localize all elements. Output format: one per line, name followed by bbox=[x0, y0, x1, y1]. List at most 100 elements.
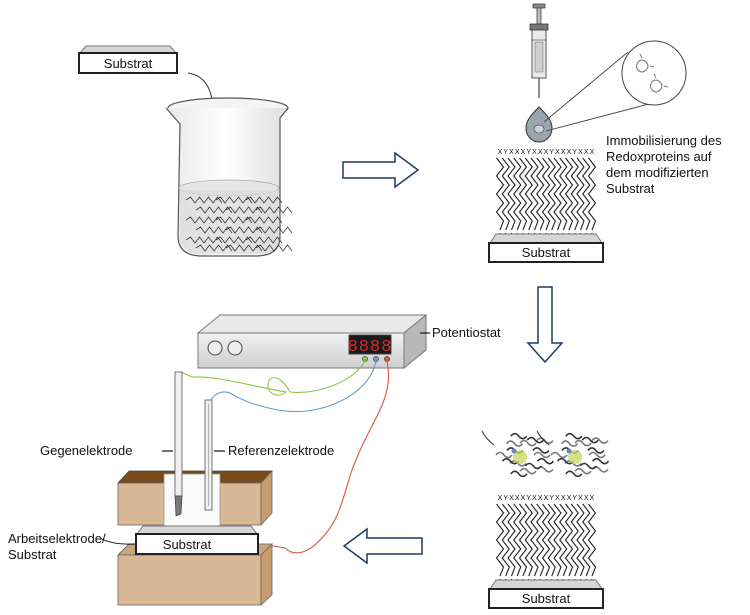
substrate-label-2: Substrat bbox=[522, 245, 571, 260]
sam-bottom-end-top: X bbox=[538, 495, 543, 502]
molecule-chain bbox=[185, 236, 223, 244]
syringe bbox=[529, 3, 549, 98]
molecule-chain bbox=[195, 244, 233, 252]
sam-bottom-end-top: X bbox=[515, 495, 520, 502]
zoom-line-2 bbox=[545, 99, 665, 132]
sam-bottom-end-top: X bbox=[567, 495, 572, 502]
sam-bottom-end-top: Y bbox=[549, 495, 554, 502]
molecule-chain bbox=[255, 226, 293, 234]
sam-bottom-chain bbox=[530, 503, 539, 577]
sam-bottom-chain bbox=[495, 503, 505, 577]
substrate-top-left: Substrat bbox=[78, 45, 178, 74]
zoom-line-1 bbox=[543, 51, 629, 123]
sam-top-chain bbox=[559, 157, 568, 231]
sam-top-chain bbox=[576, 157, 585, 231]
sam-top-end-top: X bbox=[590, 149, 595, 156]
sam-top-end-top: X bbox=[578, 149, 583, 156]
redox-protein bbox=[536, 430, 610, 478]
counter-electrode bbox=[174, 371, 183, 517]
zoom-circle bbox=[621, 40, 687, 106]
redox-protein bbox=[481, 430, 555, 478]
sam-top-end-top: X bbox=[544, 149, 549, 156]
substrate-top-right: Substrat bbox=[488, 233, 604, 263]
sam-bottom-end-top: X bbox=[521, 495, 526, 502]
sam-bottom-chain bbox=[513, 503, 522, 577]
sam-top-chain bbox=[570, 157, 579, 231]
arrow-left bbox=[342, 527, 423, 565]
sam-top-chain bbox=[553, 157, 562, 231]
sam-top-chain bbox=[501, 157, 510, 231]
molecule-chain bbox=[245, 236, 283, 244]
sam-top-chain bbox=[587, 157, 597, 231]
sam-top-end-top: X bbox=[532, 149, 537, 156]
sam-top-chain bbox=[536, 157, 545, 231]
sam-top-end-top: X bbox=[509, 149, 514, 156]
sam-top-end-top: X bbox=[521, 149, 526, 156]
sam-bottom-chain bbox=[587, 503, 597, 577]
immobilization-line-4: Substrat bbox=[606, 181, 655, 196]
wire-green bbox=[180, 360, 366, 396]
arrow-right bbox=[342, 151, 420, 189]
molecule-chain bbox=[225, 244, 263, 252]
sam-bottom-chain bbox=[536, 503, 545, 577]
sam-bottom-chain bbox=[570, 503, 579, 577]
immobilization-line-3: dem modifizierten bbox=[606, 165, 709, 180]
sam-top-chain bbox=[564, 157, 574, 231]
sam-top-chain bbox=[495, 157, 505, 231]
molecule-chain bbox=[195, 226, 233, 234]
reference-electrode-label: Referenzelektrode bbox=[228, 443, 335, 458]
molecule-chain bbox=[225, 226, 263, 234]
molecule-chain bbox=[225, 206, 263, 214]
counter-electrode-label: Gegenelektrode bbox=[40, 443, 133, 458]
sam-top-chain bbox=[547, 157, 556, 231]
molecule-chain bbox=[185, 196, 223, 204]
sam-top-end-top: X bbox=[561, 149, 566, 156]
sam-bottom-chain bbox=[582, 503, 591, 577]
sam-top-end-top: X bbox=[515, 149, 520, 156]
jack-green bbox=[362, 356, 368, 362]
working-electrode-line-1: Arbeitselektrode/ bbox=[8, 531, 106, 546]
sam-top-end-top: Y bbox=[503, 149, 508, 156]
sam-top-chain bbox=[582, 157, 591, 231]
sam-top-chain bbox=[518, 157, 528, 231]
sam-bottom-chain bbox=[507, 503, 516, 577]
sam-top-chain bbox=[524, 157, 533, 231]
potentiostat-label: Potentiostat bbox=[432, 325, 501, 340]
molecule-chain bbox=[185, 216, 223, 224]
sam-top-end-top: X bbox=[584, 149, 589, 156]
protein-layer bbox=[481, 430, 610, 478]
sam-bottom-end-top: X bbox=[578, 495, 583, 502]
immobilization-caption: Immobilisierung des Redoxproteins auf de… bbox=[606, 133, 722, 197]
substrate-label-3: Substrat bbox=[522, 591, 571, 606]
immobilization-line-2: Redoxproteins auf bbox=[606, 149, 712, 164]
sam-top-end-top: X bbox=[555, 149, 560, 156]
substrate-label-4: Substrat bbox=[163, 537, 212, 552]
sam-bottom-end-top: X bbox=[498, 495, 503, 502]
sam-bottom-end-top: X bbox=[584, 495, 589, 502]
sam-bottom-chain bbox=[559, 503, 568, 577]
sam-bottom-end-top: X bbox=[561, 495, 566, 502]
sam-bottom-chain bbox=[518, 503, 528, 577]
molecule-chain bbox=[215, 216, 253, 224]
protein-zoom bbox=[636, 53, 669, 93]
sam-bottom-end-top: X bbox=[590, 495, 595, 502]
jack-blue bbox=[373, 356, 379, 362]
sam-top-end-top: X bbox=[538, 149, 543, 156]
sam-bottom-chain bbox=[541, 503, 551, 577]
sam-bottom-end-top: Y bbox=[503, 495, 508, 502]
potentiostat: 8888 bbox=[196, 313, 428, 370]
molecule-chain bbox=[245, 196, 283, 204]
working-electrode-line-2: Substrat bbox=[8, 547, 57, 562]
sam-bottom-chain bbox=[576, 503, 585, 577]
sam-bottom-end-top: X bbox=[532, 495, 537, 502]
beaker bbox=[165, 97, 293, 257]
sam-top-end-top: Y bbox=[572, 149, 577, 156]
sam-top-end-top: X bbox=[498, 149, 503, 156]
sam-bottom-end-top: X bbox=[555, 495, 560, 502]
sam-bottom-chain bbox=[564, 503, 574, 577]
working-pointer bbox=[99, 537, 136, 545]
sam-bottom-chain bbox=[524, 503, 533, 577]
substrate-bottom-right: Substrat bbox=[488, 579, 604, 609]
sam-bottom-end-top: Y bbox=[526, 495, 531, 502]
